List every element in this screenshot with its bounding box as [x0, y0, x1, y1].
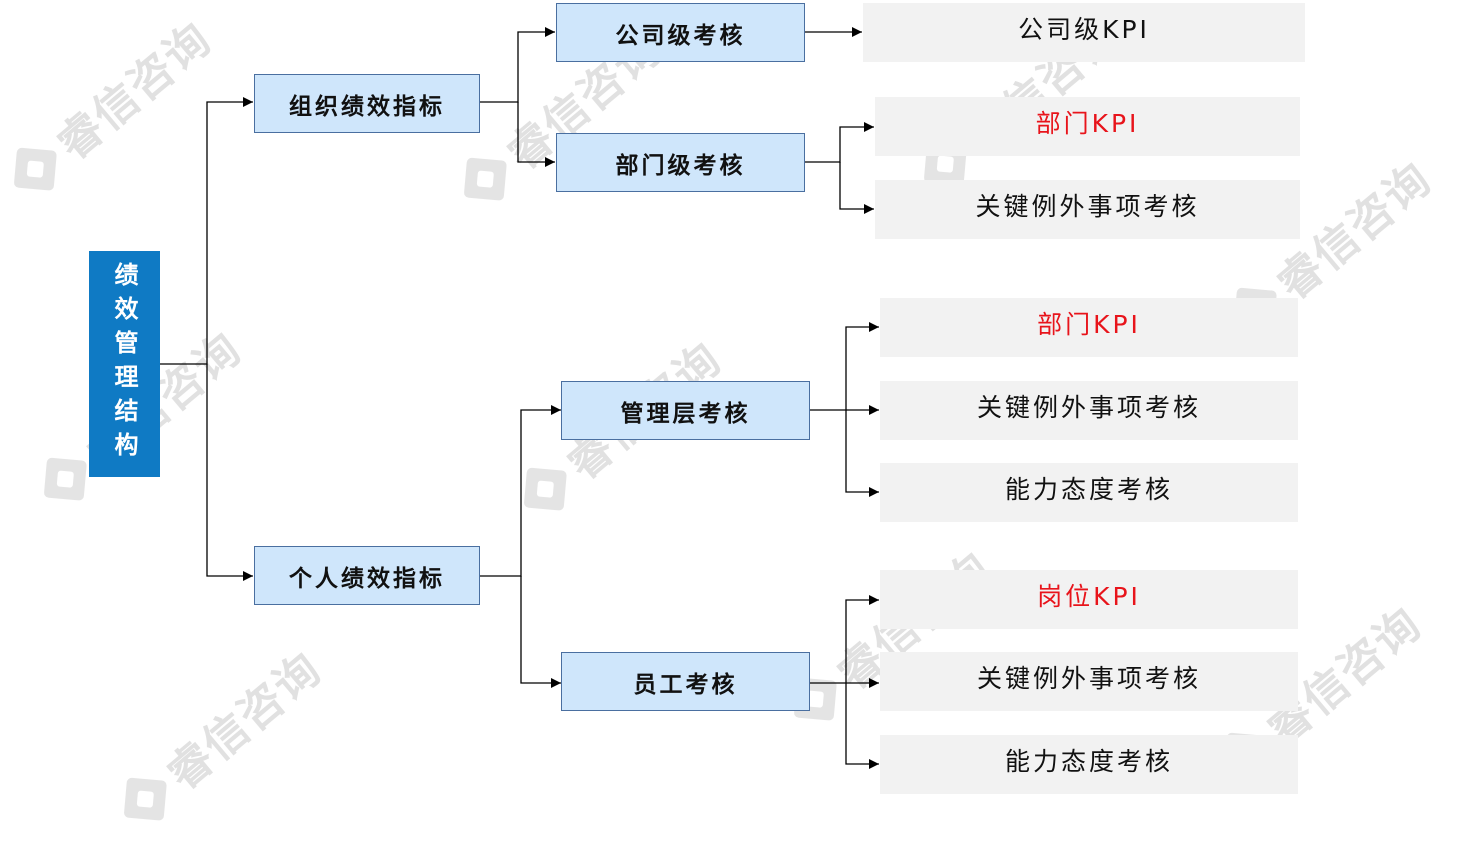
- connector-root-to-org: [160, 97, 253, 365]
- leaf-department-key-exceptions: 关键例外事项考核: [875, 180, 1300, 239]
- leaf-label: 关键例外事项考核: [976, 392, 1201, 422]
- leaf-employee-ability-attitude: 能力态度考核: [880, 735, 1298, 794]
- leaf-label: 能力态度考核: [1004, 746, 1173, 776]
- leaf-label: 岗位KPI: [1037, 581, 1141, 611]
- leaf-label: 部门KPI: [1037, 309, 1141, 339]
- node-company-assessment: 公司级考核: [556, 3, 805, 62]
- node-label: 个人绩效指标: [289, 564, 445, 592]
- connector-mgmt-to-kpi: [810, 322, 879, 411]
- node-personal-performance: 个人绩效指标: [254, 546, 480, 605]
- leaf-department-kpi: 部门KPI: [875, 97, 1300, 156]
- leaf-management-key-exceptions: 关键例外事项考核: [880, 381, 1298, 440]
- node-label: 管理层考核: [620, 399, 751, 427]
- leaf-management-department-kpi: 部门KPI: [880, 298, 1298, 357]
- connector-mgmt-to-ability: [845, 410, 879, 497]
- connector-org-to-company: [480, 27, 555, 103]
- node-label: 公司级考核: [615, 21, 746, 49]
- connector-emp-to-ability: [845, 683, 879, 769]
- node-label: 部门级考核: [615, 151, 746, 179]
- leaf-employee-key-exceptions: 关键例外事项考核: [880, 652, 1298, 711]
- connector-dept-to-kpi: [805, 122, 874, 163]
- node-department-assessment: 部门级考核: [556, 133, 805, 192]
- node-management-assessment: 管理层考核: [561, 381, 810, 440]
- leaf-label: 能力态度考核: [1004, 474, 1173, 504]
- node-employee-assessment: 员工考核: [561, 652, 810, 711]
- connector-personal-to-employee: [520, 576, 561, 688]
- leaf-label: 部门KPI: [1035, 108, 1140, 138]
- connector-org-to-department: [517, 102, 555, 167]
- node-label: 员工考核: [633, 670, 738, 698]
- connector-emp-to-kpi: [810, 595, 879, 684]
- leaf-employee-post-kpi: 岗位KPI: [880, 570, 1298, 629]
- leaf-label: 公司级KPI: [1018, 14, 1150, 44]
- connector-dept-to-exceptions: [839, 162, 874, 214]
- node-label: 组织绩效指标: [289, 92, 445, 120]
- leaf-label: 关键例外事项考核: [975, 191, 1200, 221]
- leaf-company-kpi: 公司级KPI: [863, 3, 1305, 62]
- root-node-label: 绩效管理结构: [110, 262, 139, 466]
- leaf-label: 关键例外事项考核: [976, 663, 1201, 693]
- leaf-management-ability-attitude: 能力态度考核: [880, 463, 1298, 522]
- root-node: 绩效管理结构: [89, 251, 160, 477]
- node-org-performance: 组织绩效指标: [254, 74, 480, 133]
- connector-root-to-personal: [206, 364, 253, 581]
- connector-lines: [160, 27, 879, 769]
- connector-personal-to-management: [480, 405, 561, 577]
